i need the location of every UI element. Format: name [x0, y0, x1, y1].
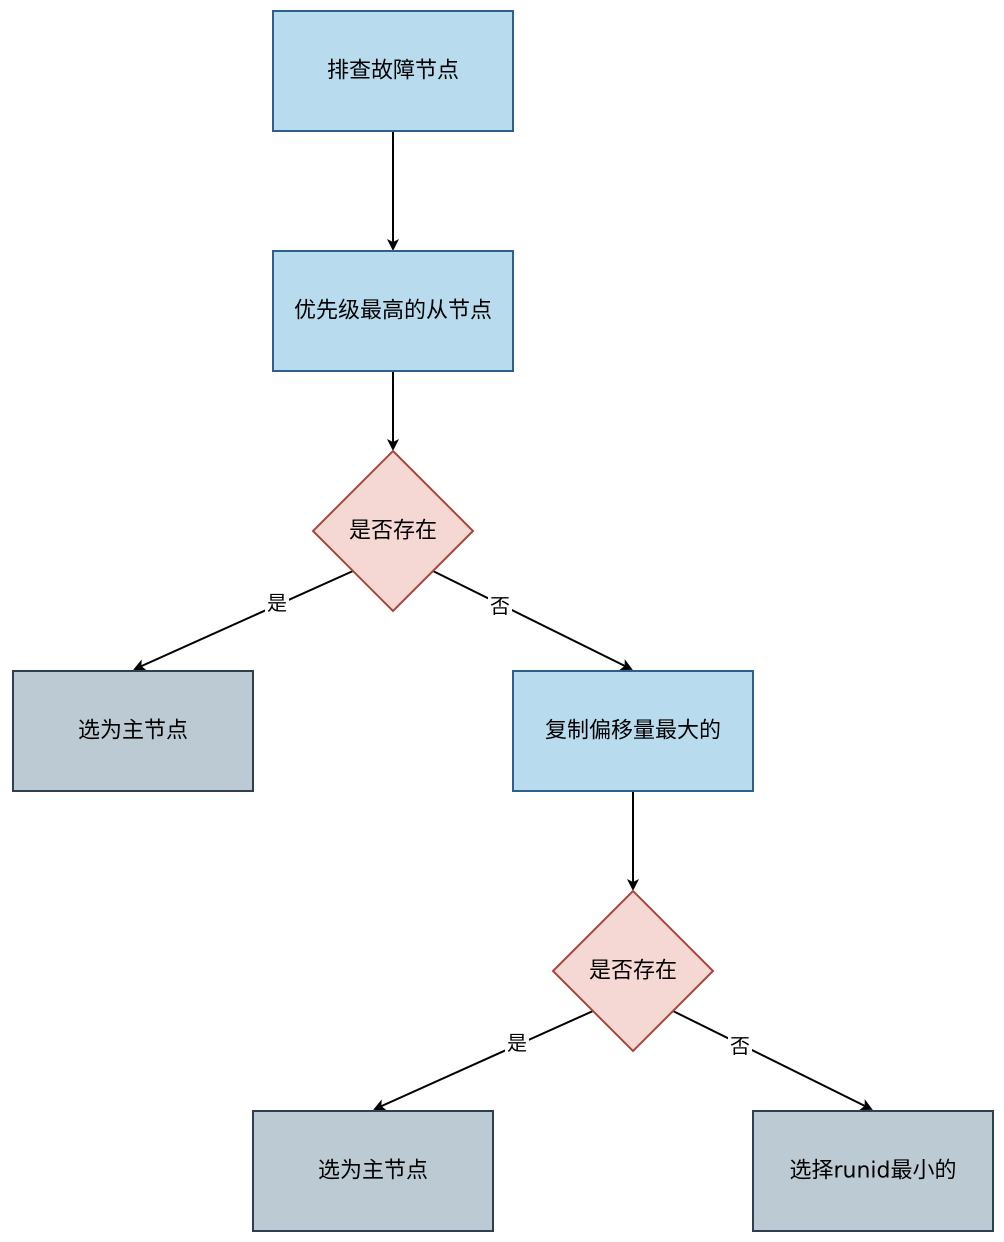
yes-label-1: 是 [267, 591, 287, 615]
node-max-offset-label: 复制偏移量最大的 [545, 719, 721, 744]
edge-decision2-yes [373, 1010, 594, 1111]
decision-node-2-label: 是否存在 [589, 959, 677, 984]
node-check-faulty-label: 排查故障节点 [327, 59, 459, 84]
node-select-master-2: 选为主节点 [252, 1110, 494, 1232]
decision-node-1: 是否存在 [311, 449, 475, 613]
edge-decision2-no [672, 1010, 873, 1110]
edge-decision1-yes [133, 570, 354, 671]
decision-node-2: 是否存在 [551, 889, 715, 1053]
node-max-offset: 复制偏移量最大的 [512, 670, 754, 792]
edge-decision1-no [432, 570, 633, 670]
edge-labels: 是 否 是 否 [265, 590, 752, 1059]
yes-label-2: 是 [507, 1031, 527, 1055]
node-select-master-1: 选为主节点 [12, 670, 254, 792]
decision-node-1-label: 是否存在 [349, 519, 437, 544]
node-min-runid: 选择runid最小的 [752, 1110, 994, 1232]
node-highest-priority-label: 优先级最高的从节点 [294, 299, 492, 324]
node-select-master-2-label: 选为主节点 [318, 1159, 428, 1184]
node-min-runid-label: 选择runid最小的 [789, 1159, 956, 1184]
node-select-master-1-label: 选为主节点 [78, 719, 188, 744]
node-check-faulty: 排查故障节点 [272, 10, 514, 132]
node-highest-priority: 优先级最高的从节点 [272, 250, 514, 372]
no-label-1: 否 [490, 594, 510, 618]
edges [133, 131, 873, 1111]
no-label-2: 否 [730, 1034, 750, 1058]
